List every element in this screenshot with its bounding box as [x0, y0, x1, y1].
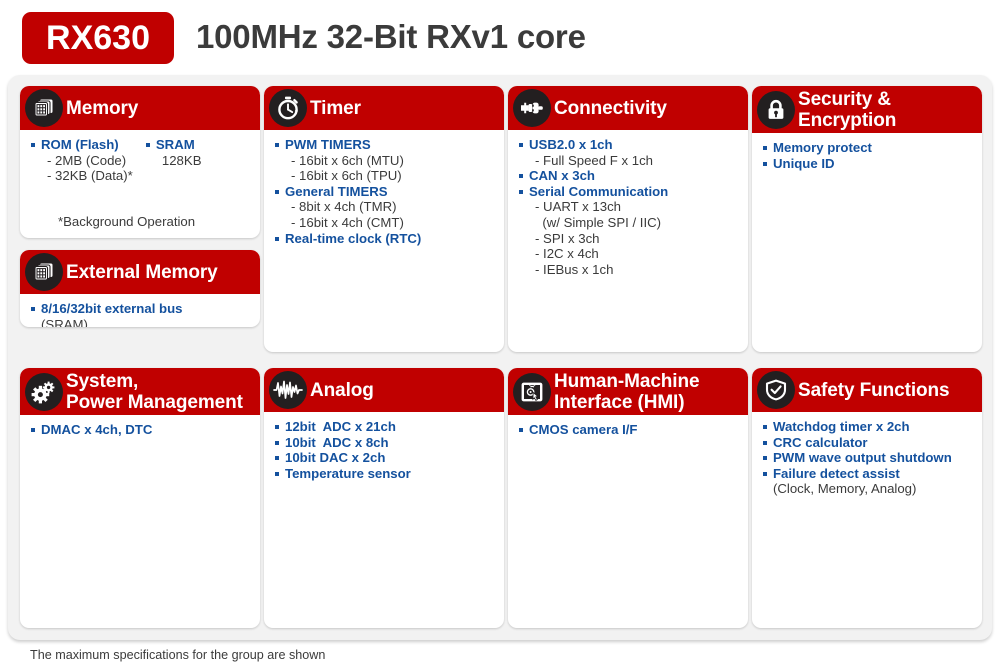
list-item: Real-time clock (RTC) [274, 231, 496, 247]
panel-hmi-header: Human-Machine Interface (HMI) [508, 368, 748, 415]
memory-footnote: *Background Operation [58, 213, 196, 229]
panel-safety-title: Safety Functions [798, 379, 950, 401]
panel-security-title: Security & Encryption [798, 88, 897, 131]
list-item: (w/ Simple SPI / IIC) [535, 214, 662, 230]
touchscreen-icon [513, 372, 551, 411]
panel-security: Security & Encryption Memory protect Uni… [752, 86, 982, 352]
list-item: - Full Speed F x 1ch [535, 152, 654, 168]
hmi-list: CMOS camera I/F [518, 422, 740, 438]
list-item: CAN x 3ch [518, 168, 740, 184]
analog-list: 12bit ADC x 21ch 10bit ADC x 8ch 10bit D… [274, 419, 496, 481]
panel-timer-header: Timer [264, 86, 504, 130]
list-item: 12bit ADC x 21ch [274, 419, 496, 435]
list-item: (Clock, Memory, Analog) [773, 481, 917, 497]
list-item: - 16bit x 6ch (TPU) [291, 168, 402, 184]
list-item: 10bit DAC x 2ch [274, 450, 496, 466]
list-item: - I2C x 4ch [535, 246, 599, 262]
list-item: 128KB [161, 152, 202, 168]
panel-external-memory-title: External Memory [66, 261, 218, 283]
panel-security-body: Memory protect Unique ID [752, 133, 982, 177]
list-item: SRAM [145, 137, 252, 153]
security-list: Memory protect Unique ID [762, 140, 974, 171]
list-item: CMOS camera I/F [518, 422, 740, 438]
connectivity-list: USB2.0 x 1ch - Full Speed F x 1ch CAN x … [518, 137, 740, 277]
page-title: 100MHz 32-Bit RXv1 core [196, 18, 586, 55]
panel-connectivity: Connectivity USB2.0 x 1ch - Full Speed F… [508, 86, 748, 352]
panel-safety-body: Watchdog timer x 2ch CRC calculator PWM … [752, 412, 982, 503]
list-item: CRC calculator [762, 435, 974, 451]
panel-board: Memory ROM (Flash) - 2MB (Code) - 32KB (… [8, 75, 992, 640]
panel-memory: Memory ROM (Flash) - 2MB (Code) - 32KB (… [20, 86, 260, 238]
padlock-icon [757, 90, 795, 129]
list-item: PWM wave output shutdown [762, 450, 974, 466]
page-footnote: The maximum specifications for the group… [30, 648, 326, 662]
plug-connector-icon [513, 89, 551, 127]
panel-timer: Timer PWM TIMERS - 16bit x 6ch (MTU) - 1… [264, 86, 504, 352]
panel-connectivity-title: Connectivity [554, 97, 667, 119]
list-item: Memory protect [762, 140, 974, 156]
list-item: - 16bit x 6ch (MTU) [291, 152, 404, 168]
list-item: 8/16/32bit external bus [30, 301, 252, 317]
list-item: USB2.0 x 1ch [518, 137, 740, 153]
panel-connectivity-body: USB2.0 x 1ch - Full Speed F x 1ch CAN x … [508, 130, 748, 283]
panel-system-power-body: DMAC x 4ch, DTC [20, 415, 260, 444]
panel-analog-body: 12bit ADC x 21ch 10bit ADC x 8ch 10bit D… [264, 412, 504, 487]
list-item: - UART x 13ch [535, 199, 621, 215]
memory-sram-list: SRAM 128KB [145, 137, 252, 184]
list-item: PWM TIMERS [274, 137, 496, 153]
panel-timer-title: Timer [310, 97, 361, 119]
list-item: (SRAM) [41, 316, 88, 327]
list-item: - 8bit x 4ch (TMR) [291, 199, 397, 215]
panel-external-memory: External Memory 8/16/32bit external bus … [20, 250, 260, 327]
shield-check-icon [757, 371, 795, 409]
list-item: Temperature sensor [274, 466, 496, 482]
panel-memory-body: ROM (Flash) - 2MB (Code) - 32KB (Data)* … [20, 130, 260, 235]
panel-analog: Analog 12bit ADC x 21ch 10bit ADC x 8ch … [264, 368, 504, 628]
page-header: RX630 100MHz 32-Bit RXv1 core [0, 0, 1000, 75]
panel-safety: Safety Functions Watchdog timer x 2ch CR… [752, 368, 982, 628]
list-item: Unique ID [762, 156, 974, 172]
list-item: Watchdog timer x 2ch [762, 419, 974, 435]
panel-system-power-title: System, Power Management [66, 370, 243, 413]
panel-timer-body: PWM TIMERS - 16bit x 6ch (MTU) - 16bit x… [264, 130, 504, 252]
panel-hmi-body: CMOS camera I/F [508, 415, 748, 444]
panel-security-header: Security & Encryption [752, 86, 982, 133]
safety-list: Watchdog timer x 2ch CRC calculator PWM … [762, 419, 974, 497]
list-item: - 2MB (Code) [47, 152, 127, 168]
list-item: - SPI x 3ch [535, 230, 600, 246]
list-item: DMAC x 4ch, DTC [30, 422, 252, 438]
panel-external-memory-header: External Memory [20, 250, 260, 294]
list-item: Serial Communication [518, 184, 740, 200]
chip-name-badge: RX630 [22, 12, 174, 64]
panel-memory-title: Memory [66, 97, 139, 119]
list-item: ROM (Flash) [30, 137, 145, 153]
gears-icon [25, 372, 63, 411]
panel-analog-header: Analog [264, 368, 504, 412]
panel-hmi-title: Human-Machine Interface (HMI) [554, 370, 700, 413]
memory-rom-list: ROM (Flash) - 2MB (Code) - 32KB (Data)* [30, 137, 145, 184]
chip-name-label: RX630 [46, 19, 150, 57]
list-item: - IEBus x 1ch [535, 261, 614, 277]
panel-connectivity-header: Connectivity [508, 86, 748, 130]
panel-system-power: System, Power Management DMAC x 4ch, DTC [20, 368, 260, 628]
external-memory-list: 8/16/32bit external bus (SRAM) [30, 301, 252, 327]
panel-system-power-header: System, Power Management [20, 368, 260, 415]
list-item: - 16bit x 4ch (CMT) [291, 214, 404, 230]
panel-safety-header: Safety Functions [752, 368, 982, 412]
list-item: Failure detect assist [762, 466, 974, 482]
list-item: General TIMERS [274, 184, 496, 200]
panel-hmi: Human-Machine Interface (HMI) CMOS camer… [508, 368, 748, 628]
system-power-list: DMAC x 4ch, DTC [30, 422, 252, 438]
stopwatch-icon [269, 89, 307, 127]
panel-external-memory-body: 8/16/32bit external bus (SRAM) [20, 294, 260, 327]
list-item: 10bit ADC x 8ch [274, 435, 496, 451]
timer-list: PWM TIMERS - 16bit x 6ch (MTU) - 16bit x… [274, 137, 496, 246]
memory-chip-icon [25, 89, 63, 127]
panel-analog-title: Analog [310, 379, 374, 401]
waveform-icon [269, 371, 307, 409]
list-item: - 32KB (Data)* [47, 168, 133, 184]
panel-memory-header: Memory [20, 86, 260, 130]
memory-chip-icon [25, 253, 63, 291]
